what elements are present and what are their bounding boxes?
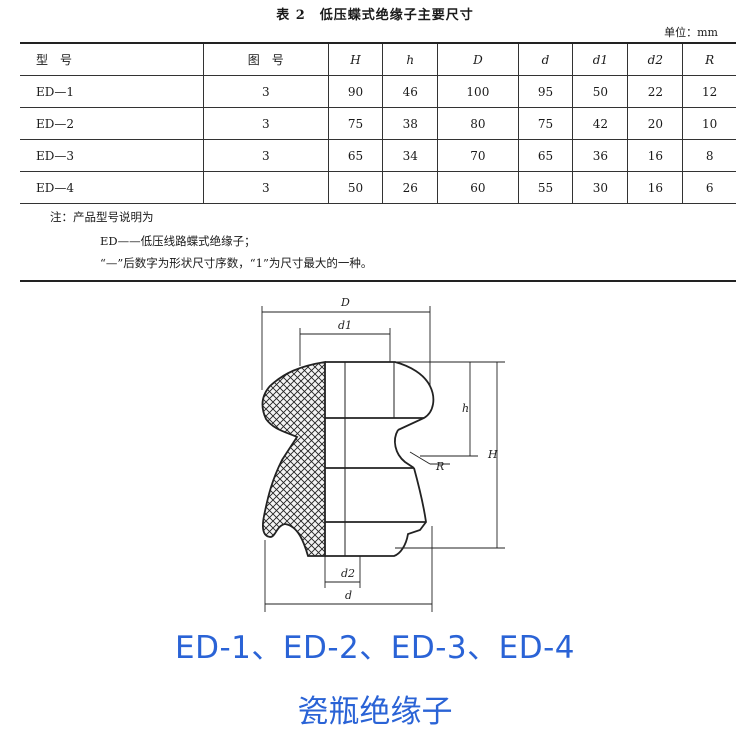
cell-d: 95 (517, 75, 574, 108)
cell-d2: 16 (627, 171, 684, 204)
label-d: d (345, 589, 352, 602)
header-model: 型 号 (20, 44, 204, 76)
cell-D: 80 (437, 107, 519, 140)
cell-d2: 20 (627, 107, 684, 140)
table-header-row: 型 号 图 号 H h D d d1 d2 R (20, 44, 736, 76)
cell-figure: 3 (202, 75, 329, 108)
cell-figure: 3 (202, 107, 329, 140)
header-d: d (517, 44, 574, 76)
header-R: R (682, 44, 736, 76)
table-row: ED—4 3 50 26 60 55 30 16 6 (20, 171, 736, 204)
cell-R: 10 (682, 107, 736, 140)
cell-model: ED—2 (20, 107, 204, 140)
note-line: ED——低压线路蝶式绝缘子； (100, 234, 256, 248)
cell-model: ED—1 (20, 75, 204, 108)
unit-label: 单位：mm (664, 26, 718, 39)
table-row: ED—2 3 75 38 80 75 42 20 10 (20, 107, 736, 140)
cell-D: 70 (437, 139, 519, 172)
cell-H: 90 (327, 75, 384, 108)
insulator-section-hatch (261, 360, 326, 557)
label-d1: d1 (338, 319, 352, 332)
header-d2: d2 (627, 44, 684, 76)
cell-d1: 42 (572, 107, 629, 140)
header-d1: d1 (572, 44, 629, 76)
cell-R: 6 (682, 171, 736, 204)
cell-h: 34 (382, 139, 439, 172)
cell-R: 12 (682, 75, 736, 108)
note-line: “—”后数字为形状尺寸序数，“1”为尺寸最大的一种。 (100, 256, 373, 270)
cell-figure: 3 (202, 139, 329, 172)
insulator-outline (325, 361, 435, 557)
insulator-drawing: D d1 h H R d2 d (261, 296, 505, 612)
header-D: D (437, 44, 519, 76)
table-row: ED—1 3 90 46 100 95 50 22 12 (20, 75, 736, 108)
cell-d1: 36 (572, 139, 629, 172)
cell-d2: 22 (627, 75, 684, 108)
model-numbers: ED-1、ED-2、ED-3、ED-4 (175, 630, 575, 666)
header-figure: 图 号 (202, 44, 329, 76)
label-R: R (435, 460, 444, 473)
label-h: h (462, 402, 469, 415)
header-h: h (382, 44, 439, 76)
cell-H: 65 (327, 139, 384, 172)
cell-D: 60 (437, 171, 519, 204)
label-d2: d2 (341, 567, 355, 580)
dimension-lines-bottom (264, 526, 433, 612)
dimension-table: 型 号 图 号 H h D d d1 d2 R ED—1 3 90 46 100… (20, 44, 736, 204)
cell-d2: 16 (627, 139, 684, 172)
table-title: 表 2 低压蝶式绝缘子主要尺寸 (276, 8, 474, 23)
cell-d: 65 (517, 139, 574, 172)
cell-figure: 3 (202, 171, 329, 204)
cell-h: 46 (382, 75, 439, 108)
cell-model: ED—3 (20, 139, 204, 172)
cell-H: 50 (327, 171, 384, 204)
cell-model: ED—4 (20, 171, 204, 204)
cell-d1: 30 (572, 171, 629, 204)
cell-d: 55 (517, 171, 574, 204)
dimension-table-box: 型 号 图 号 H h D d d1 d2 R ED—1 3 90 46 100… (20, 42, 736, 282)
label-D: D (340, 296, 350, 309)
note-heading: 注：产品型号说明为 (50, 210, 154, 224)
product-name: 瓷瓶绝缘子 (297, 694, 453, 730)
dimension-lines-right (395, 361, 505, 549)
cell-D: 100 (437, 75, 519, 108)
cell-H: 75 (327, 107, 384, 140)
cell-h: 38 (382, 107, 439, 140)
dimension-lines-top (261, 306, 431, 390)
table-row: ED—3 3 65 34 70 65 36 16 8 (20, 139, 736, 172)
cell-R: 8 (682, 139, 736, 172)
header-H: H (327, 44, 384, 76)
label-H: H (487, 448, 498, 461)
cell-h: 26 (382, 171, 439, 204)
table-notes: 注：产品型号说明为 ED——低压线路蝶式绝缘子； “—”后数字为形状尺寸序数，“… (50, 206, 372, 274)
cell-d: 75 (517, 107, 574, 140)
cell-d1: 50 (572, 75, 629, 108)
